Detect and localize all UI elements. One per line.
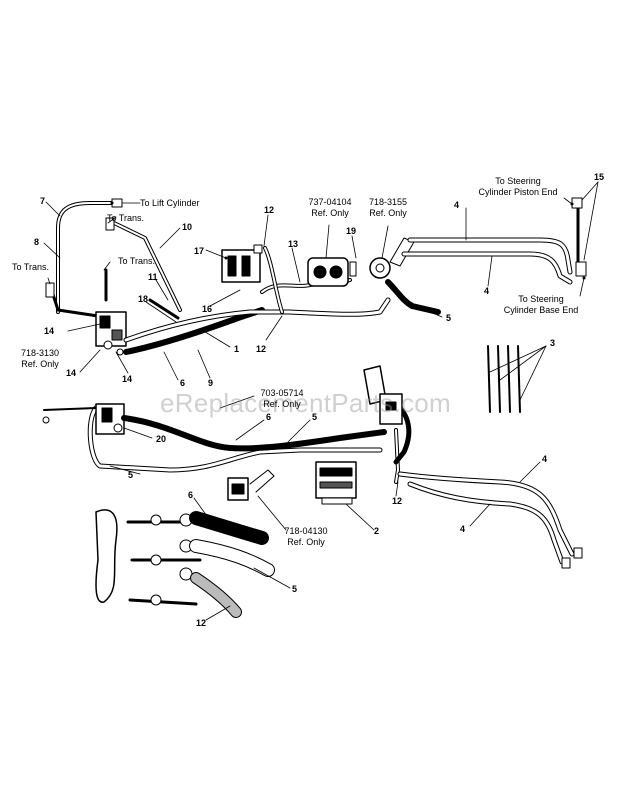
label-737-04104-ref: Ref. Only <box>311 208 349 218</box>
callout-8: 8 <box>34 237 40 247</box>
valve-718-3155 <box>369 237 415 279</box>
label-to-trans-mid: To Trans. <box>118 256 156 266</box>
leader-lines <box>43 181 599 621</box>
hose-6-upper <box>123 307 265 355</box>
leader-arrowheads <box>110 201 586 306</box>
callout-4b: 4 <box>484 286 490 296</box>
label-steer-base-1: To Steering <box>518 294 564 304</box>
callout-5c: 5 <box>128 470 134 480</box>
label-718-3130: 718-3130 <box>20 348 60 358</box>
pump-20 <box>95 403 125 435</box>
hose-6-lower <box>121 415 387 452</box>
callout-14a: 14 <box>44 326 55 336</box>
hose-4-upper-b <box>401 251 573 285</box>
steer-fitting-lower-b <box>561 557 571 569</box>
callout-3: 3 <box>550 338 556 348</box>
label-steer-piston-2: Cylinder Piston End <box>478 187 558 197</box>
valve-737-04104 <box>307 257 357 287</box>
callout-11: 11 <box>148 272 158 282</box>
callout-5a: 5 <box>446 313 452 323</box>
callout-17: 17 <box>194 246 205 256</box>
callout-12b: 12 <box>264 205 275 215</box>
trans-fitting-left <box>45 282 55 298</box>
label-steer-piston-1: To Steering <box>495 176 541 186</box>
callout-12a: 12 <box>256 344 267 354</box>
callout-14c: 14 <box>122 374 133 384</box>
callout-12d: 12 <box>196 618 207 628</box>
detail-inset <box>95 509 275 618</box>
callout-13: 13 <box>288 239 299 249</box>
label-718-04130: 718-04130 <box>284 526 328 536</box>
callout-16: 16 <box>202 304 213 314</box>
label-718-3130-ref: Ref. Only <box>21 359 59 369</box>
hoses-3 <box>487 345 521 413</box>
callout-4c: 4 <box>542 454 548 464</box>
valve-upper-right <box>363 365 403 425</box>
trans-fitting-upper <box>105 217 115 231</box>
callout-15: 15 <box>594 172 605 182</box>
label-737-04104: 737-04104 <box>308 197 352 207</box>
callout-2: 2 <box>374 526 380 536</box>
label-to-trans-upper: To Trans. <box>107 213 145 223</box>
callout-9: 9 <box>208 378 214 388</box>
label-to-lift-cylinder: To Lift Cylinder <box>140 198 200 208</box>
pump-17 <box>221 244 263 283</box>
callout-19: 19 <box>346 226 357 236</box>
hose-7 <box>56 201 114 314</box>
callout-6a: 6 <box>180 378 186 388</box>
pump-718-3130 <box>95 311 127 356</box>
callout-10: 10 <box>182 222 193 232</box>
fitting-15-bottom <box>575 261 587 277</box>
watermark: eReplacementParts.com <box>160 388 451 418</box>
label-steer-base-2: Cylinder Base End <box>503 305 579 315</box>
label-to-trans-left: To Trans. <box>12 262 50 272</box>
callout-4a: 4 <box>454 200 460 210</box>
label-718-3155-ref: Ref. Only <box>369 208 407 218</box>
callout-6c: 6 <box>188 490 194 500</box>
label-718-04130-ref: Ref. Only <box>287 537 325 547</box>
hose-4-lower-a <box>397 471 575 557</box>
callout-6b: 6 <box>266 412 272 422</box>
callout-14b: 14 <box>66 368 77 378</box>
callout-5b: 5 <box>312 412 318 422</box>
valve-2 <box>315 461 357 505</box>
callout-4d: 4 <box>460 524 466 534</box>
fitting-15-top <box>571 197 583 209</box>
label-703-05714: 703-05714 <box>260 388 304 398</box>
hose-5-upper <box>385 279 441 315</box>
callout-5d: 5 <box>292 584 298 594</box>
callout-7: 7 <box>40 196 46 206</box>
label-703-05714-ref: Ref. Only <box>263 399 301 409</box>
hose-11 <box>104 268 180 320</box>
label-718-3155: 718-3155 <box>368 197 408 207</box>
steer-fitting-lower-a <box>573 547 583 559</box>
callout-18: 18 <box>138 294 149 304</box>
hose-end-fitting <box>42 416 50 424</box>
callout-1: 1 <box>234 344 240 354</box>
callout-12c: 12 <box>392 496 403 506</box>
component-718-04130 <box>227 469 275 501</box>
hose-12-upper <box>123 297 391 343</box>
callout-20: 20 <box>156 434 167 444</box>
